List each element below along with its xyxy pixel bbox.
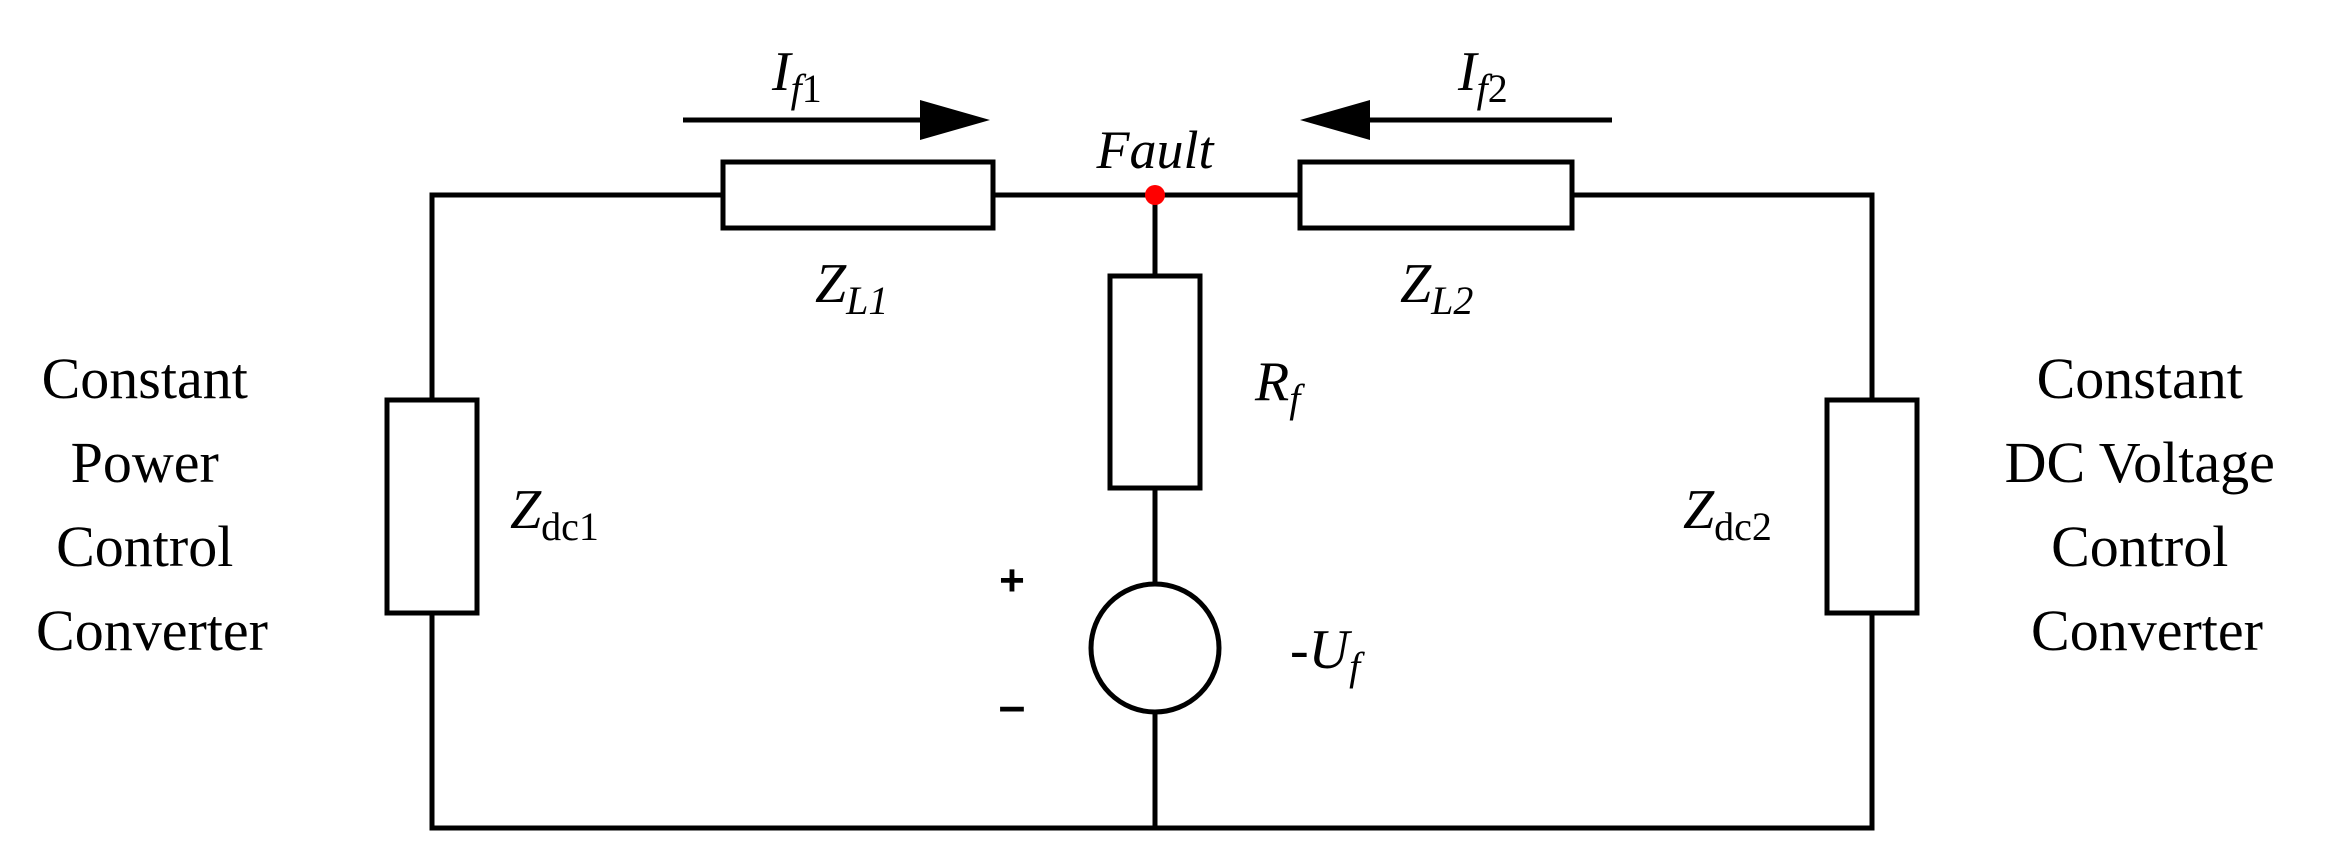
- fault-label: Fault: [1096, 120, 1216, 180]
- arrow-if2: [1300, 100, 1612, 140]
- arrow-if1: [683, 100, 990, 140]
- label-zdc2: Zdc2: [1683, 479, 1772, 549]
- current-label-if1: If1: [771, 41, 822, 111]
- left-label-line-4: Converter: [36, 598, 268, 663]
- label-zdc1: Zdc1: [510, 479, 599, 549]
- arrowhead-right-icon: [920, 100, 990, 140]
- plus-sign: +: [999, 556, 1025, 605]
- right-label-line-4: Converter: [2031, 598, 2263, 663]
- right-label-line-1: Constant: [2037, 346, 2243, 411]
- resistor-zl2: [1297, 159, 1575, 231]
- fault-node: [1145, 185, 1165, 205]
- label-rf: Rf: [1254, 351, 1305, 421]
- resistor-zdc2: [1824, 397, 1920, 616]
- resistor-rf: [1107, 273, 1203, 491]
- label-zl2: ZL2: [1400, 253, 1473, 323]
- left-label-line-1: Constant: [42, 346, 248, 411]
- left-label-line-2: Power: [71, 430, 219, 495]
- current-label-if2: If2: [1457, 41, 1508, 111]
- label-zl1: ZL1: [815, 253, 888, 323]
- right-label-line-3: Control: [2051, 514, 2228, 579]
- left-label-line-3: Control: [56, 514, 233, 579]
- arrowhead-left-icon: [1300, 100, 1370, 140]
- left-converter-label: Constant Power Control Converter: [36, 346, 268, 663]
- minus-sign: –: [999, 680, 1026, 733]
- voltage-source-uf: [1088, 581, 1222, 715]
- right-converter-label: Constant DC Voltage Control Converter: [2005, 346, 2290, 663]
- resistor-zdc1: [384, 397, 480, 616]
- wires: [429, 192, 1875, 831]
- resistor-zl1: [720, 159, 996, 231]
- label-uf: -Uf: [1290, 619, 1365, 689]
- right-label-line-2: DC Voltage: [2005, 430, 2275, 495]
